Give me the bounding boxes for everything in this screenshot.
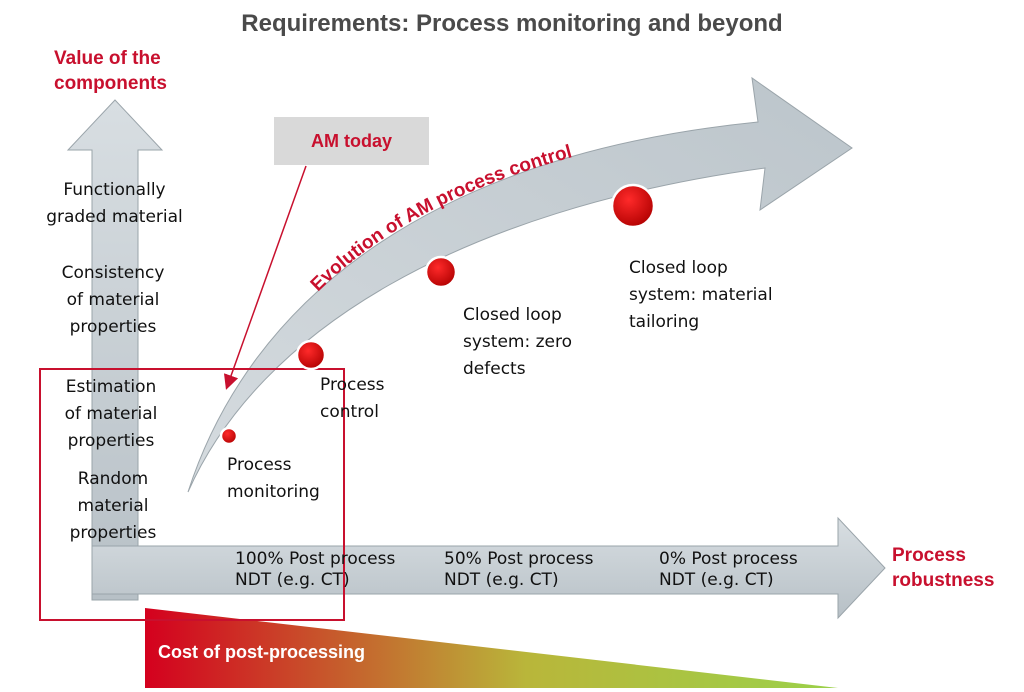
am-today-frame [39, 368, 345, 621]
y-level-line: properties [69, 523, 157, 543]
x-axis-title-line: Process [892, 545, 966, 566]
y-level-random: Random material properties [38, 466, 188, 547]
y-level-line: properties [69, 317, 157, 337]
stage-label-control: Process control [320, 372, 385, 426]
am-today-label: AM today [274, 117, 429, 165]
y-level-estimation: Estimation of material properties [36, 374, 186, 455]
stage-label-line: Process [227, 455, 292, 475]
y-level-line: graded material [46, 207, 183, 227]
stage-label-monitoring: Process monitoring [227, 452, 320, 506]
y-level-line: of material [64, 404, 158, 424]
evolution-arrow [187, 76, 853, 493]
stage-dot-zero-defects [424, 255, 458, 289]
stage-label-line: monitoring [227, 482, 320, 502]
x-level-line: NDT (e.g. CT) [659, 570, 774, 590]
page-title: Requirements: Process monitoring and bey… [241, 10, 783, 37]
y-axis-title-line: components [54, 73, 167, 94]
y-level-line: Estimation [65, 377, 157, 397]
stage-label-zero-defects: Closed loop system: zero defects [463, 302, 572, 383]
y-axis-title: Value of the components [54, 46, 167, 96]
stage-dot-material-tailoring [610, 183, 656, 229]
y-level-functionally-graded: Functionally graded material [37, 177, 192, 231]
y-level-line: properties [67, 431, 155, 451]
cost-gradient-wedge [145, 608, 838, 688]
y-level-line: Functionally [63, 180, 166, 200]
stage-dot-control [295, 339, 327, 371]
stage-label-line: tailoring [629, 312, 700, 332]
y-level-line: material [77, 496, 149, 516]
x-level-line: 50% Post process [444, 549, 594, 569]
stage-label-line: Process [320, 375, 385, 395]
x-axis-title-line: robustness [892, 570, 995, 591]
x-level-line: NDT (e.g. CT) [235, 570, 350, 590]
y-level-line: Consistency [61, 263, 165, 283]
x-level-50-percent: 50% Post process NDT (e.g. CT) [444, 549, 594, 591]
stage-label-line: defects [463, 359, 526, 379]
stage-label-line: system: material [629, 285, 773, 305]
x-level-line: NDT (e.g. CT) [444, 570, 559, 590]
y-axis-arrow [66, 99, 164, 601]
y-level-consistency: Consistency of material properties [38, 260, 188, 341]
y-level-line: of material [66, 290, 160, 310]
x-level-line: 100% Post process [235, 549, 396, 569]
x-axis-title: Process robustness [892, 543, 994, 593]
am-today-pointer [223, 165, 307, 390]
y-level-line: Random [77, 469, 149, 489]
x-level-0-percent: 0% Post process NDT (e.g. CT) [659, 549, 798, 591]
stage-label-line: control [320, 402, 379, 422]
stage-label-line: Closed loop [463, 305, 562, 325]
y-axis-title-line: Value of the [54, 48, 161, 69]
stage-dot-monitoring [219, 426, 239, 446]
x-level-line: 0% Post process [659, 549, 798, 569]
stage-label-material-tailoring: Closed loop system: material tailoring [629, 255, 773, 336]
x-axis-arrow [91, 516, 886, 620]
stage-label-line: Closed loop [629, 258, 728, 278]
cost-label: Cost of post-processing [158, 642, 366, 662]
x-level-100-percent: 100% Post process NDT (e.g. CT) [235, 549, 395, 591]
stage-label-line: system: zero [463, 332, 572, 352]
